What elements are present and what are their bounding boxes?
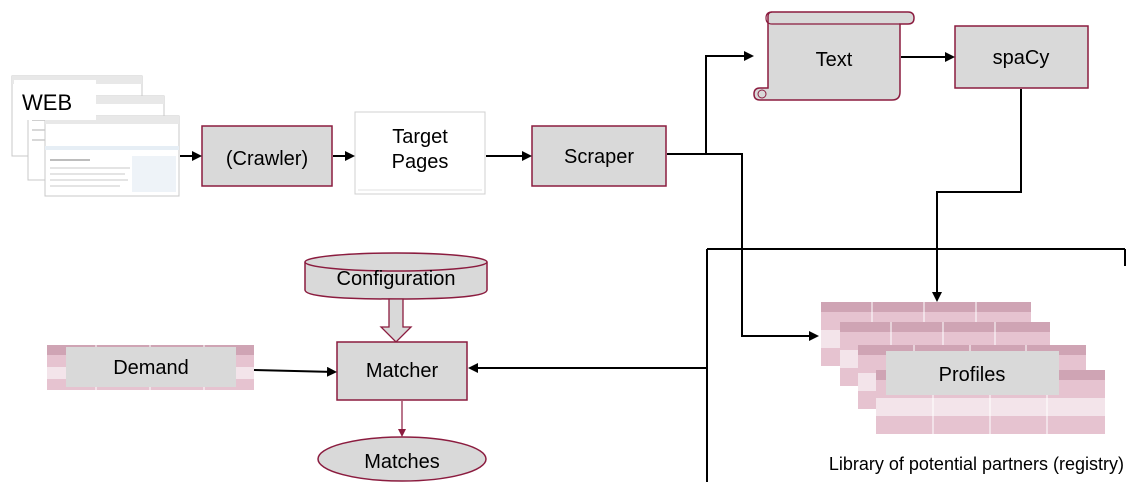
spacy-to-profiles-arrow xyxy=(932,89,1022,302)
target-pages-box: Target Pages xyxy=(354,111,486,195)
target-pages-label-2: Pages xyxy=(392,151,449,173)
matcher-label: Matcher xyxy=(366,360,439,382)
library-label: Library of potential partners (registry) xyxy=(829,454,1124,474)
text-label: Text xyxy=(816,49,853,71)
config-to-matcher-arrow xyxy=(379,298,413,343)
target-pages-label-1: Target xyxy=(392,126,448,148)
crawler-box xyxy=(201,125,333,187)
matches-ellipse xyxy=(317,436,487,482)
scraper-box xyxy=(531,125,667,187)
matches-label: Matches xyxy=(364,451,440,473)
configuration-label: Configuration xyxy=(337,268,456,290)
scraper-to-profiles-arrow xyxy=(706,153,819,341)
scraper-label: Scraper xyxy=(564,146,634,168)
spacy-box xyxy=(954,25,1089,89)
demand-label: Demand xyxy=(113,357,189,379)
profiles-stack xyxy=(821,302,1105,434)
web-label: WEB xyxy=(22,90,72,115)
profiles-label: Profiles xyxy=(939,364,1006,386)
spacy-label: spaCy xyxy=(993,47,1050,69)
configuration-cylinder xyxy=(304,252,488,300)
crawler-label: (Crawler) xyxy=(226,148,308,170)
web-pages-icon: WEB xyxy=(11,75,180,197)
connectors xyxy=(180,51,1022,377)
scraper-to-text-arrow xyxy=(667,51,754,155)
library-bracket xyxy=(706,248,1126,482)
matcher-box xyxy=(336,341,468,401)
demand-to-matcher-arrow xyxy=(253,366,337,377)
text-scroll xyxy=(753,11,915,101)
demand-table xyxy=(47,345,254,390)
